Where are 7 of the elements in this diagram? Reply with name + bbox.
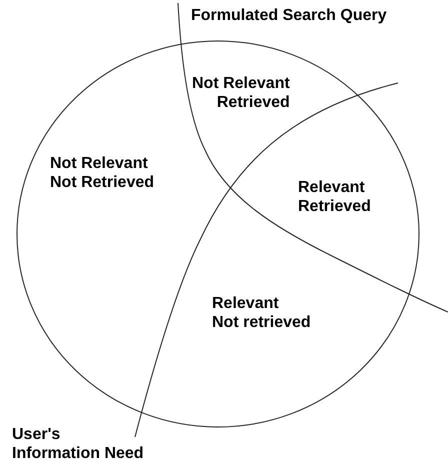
curve-label: User's Information Need	[12, 425, 144, 463]
region-label: Relevant Retrieved	[298, 178, 371, 216]
curve-label: Formulated Search Query	[191, 6, 387, 25]
venn-circle	[16, 40, 420, 428]
region-label: Not Relevant Not Retrieved	[50, 154, 154, 192]
region-label: Not Relevant Retrieved	[192, 74, 290, 112]
region-label: Relevant Not retrieved	[212, 294, 311, 332]
